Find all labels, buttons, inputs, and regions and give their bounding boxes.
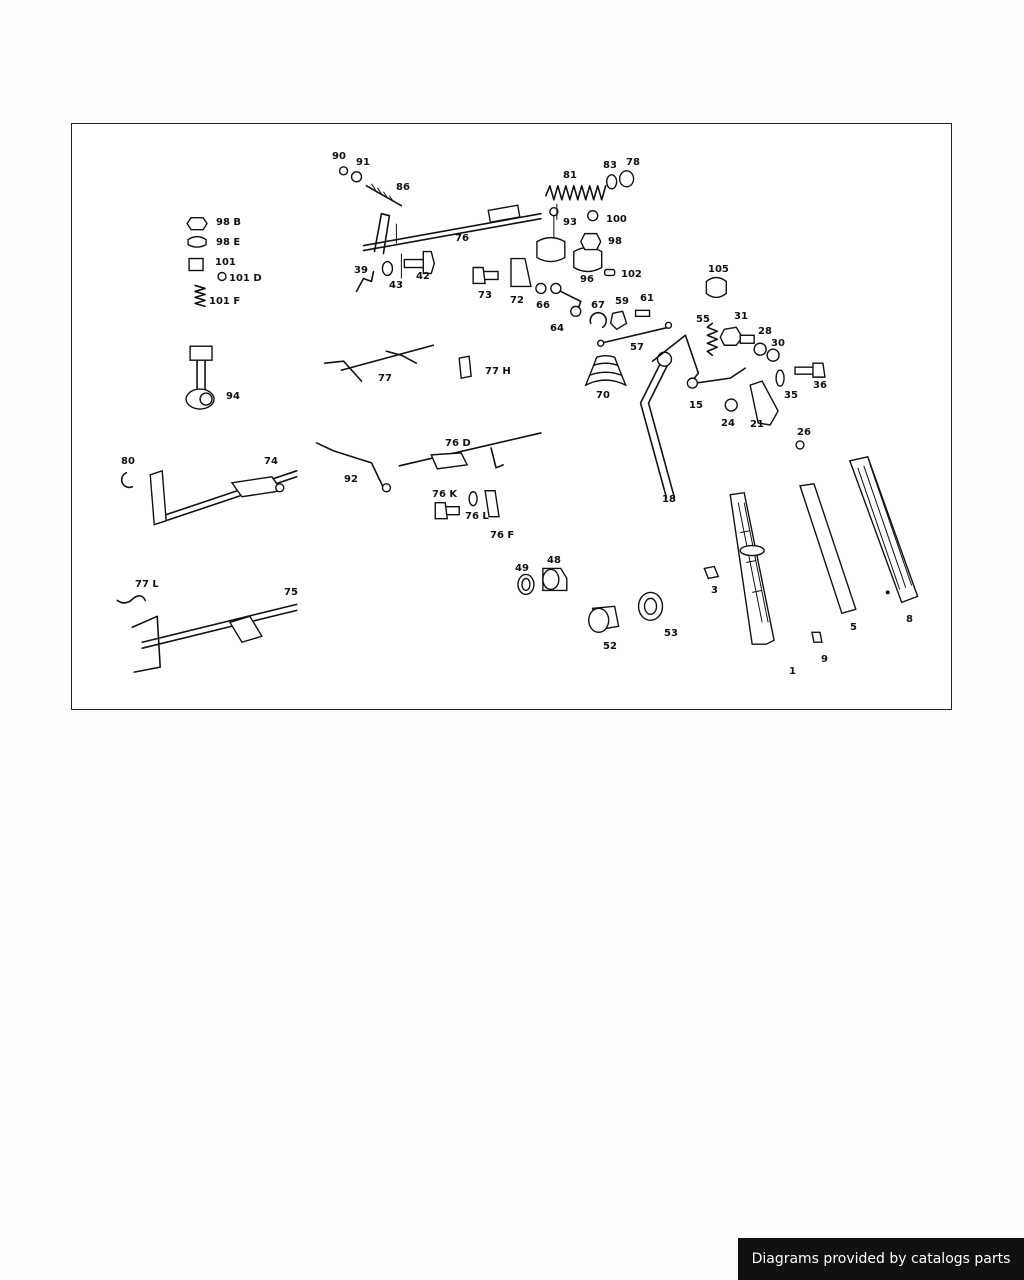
callout-102: 102 [621, 269, 642, 280]
part-73-72-66-64 [472, 257, 582, 318]
callout-81: 81 [563, 170, 577, 181]
part-57-rod [597, 321, 673, 347]
part-98b-98e-101 [186, 216, 227, 308]
callout-96: 96 [580, 274, 594, 285]
part-67-59-61 [589, 309, 651, 331]
parts-diagram: 90 91 86 81 83 78 76 93 100 98 96 102 39… [71, 123, 952, 710]
callout-76k: 76 K [432, 489, 458, 500]
callout-30: 30 [771, 338, 785, 349]
callout-26: 26 [797, 427, 811, 438]
callout-21: 21 [750, 419, 764, 430]
callout-76l: 76 L [465, 511, 489, 522]
credit-banner: Diagrams provided by catalogs parts [738, 1238, 1024, 1280]
part-96-mounts [536, 207, 616, 277]
callout-49: 49 [515, 563, 529, 574]
callout-98e: 98 E [216, 237, 241, 248]
callout-101d: 101 D [229, 273, 262, 284]
callout-24: 24 [721, 418, 735, 429]
callout-73: 73 [478, 290, 492, 301]
part-9-clip [811, 631, 823, 643]
callout-70: 70 [596, 390, 610, 401]
part-70-boot [584, 355, 627, 387]
part-31-28-30-36 [719, 326, 826, 378]
callout-66: 66 [536, 300, 550, 311]
callout-53: 53 [664, 628, 678, 639]
part-76d-linkage [398, 432, 542, 470]
callout-42: 42 [416, 271, 430, 282]
part-18-pedal-lever [639, 351, 676, 499]
callout-43: 43 [389, 280, 403, 291]
callout-72: 72 [510, 295, 524, 306]
callout-98: 98 [608, 236, 622, 247]
callout-77l: 77 L [135, 579, 159, 590]
callout-74: 74 [264, 456, 278, 467]
part-76k-76l-76f [434, 490, 500, 520]
part-15-bracket [651, 334, 746, 389]
callout-83: 83 [603, 160, 617, 171]
callout-77: 77 [378, 373, 392, 384]
callout-3: 3 [711, 585, 718, 596]
callout-77h: 77 H [485, 366, 511, 377]
part-21-35-24-26 [724, 369, 805, 450]
part-8-pedal-cover [848, 456, 919, 604]
callout-39: 39 [354, 265, 368, 276]
part-1-pedal [729, 491, 775, 645]
callout-35: 35 [784, 390, 798, 401]
callout-48: 48 [547, 555, 561, 566]
part-90-91-86 [338, 166, 403, 207]
callout-94: 94 [226, 391, 240, 402]
part-49-48-52-53 [517, 567, 664, 633]
part-81-spring [545, 170, 635, 201]
callout-101f: 101 F [209, 296, 241, 307]
callout-90: 90 [332, 151, 346, 162]
part-76-rod [362, 204, 542, 255]
callout-55: 55 [696, 314, 710, 325]
callout-92: 92 [344, 474, 358, 485]
exploded-view-drawing [116, 166, 919, 673]
part-5-pad [799, 482, 857, 615]
part-55-105-spring [705, 276, 727, 357]
callout-59: 59 [615, 296, 629, 307]
part-80-74-assembly [120, 469, 298, 526]
callout-61: 61 [640, 293, 654, 304]
callout-76f: 76 F [490, 530, 515, 541]
leader-lines [400, 203, 558, 279]
part-77-linkage [323, 344, 472, 382]
callout-91: 91 [356, 157, 370, 168]
callout-9: 9 [821, 654, 828, 665]
part-39-43-42 [355, 250, 435, 293]
callout-5: 5 [850, 622, 857, 633]
callout-64: 64 [550, 323, 564, 334]
callout-31: 31 [734, 311, 748, 322]
callout-28: 28 [758, 326, 772, 337]
callout-1: 1 [789, 666, 796, 677]
callout-105: 105 [708, 264, 729, 275]
callout-67: 67 [591, 300, 605, 311]
part-3-clip [703, 565, 720, 580]
callout-76: 76 [455, 233, 469, 244]
part-92-rod [315, 442, 392, 493]
callout-80: 80 [121, 456, 135, 467]
callout-86: 86 [396, 182, 410, 193]
credit-text: Diagrams provided by catalogs parts [751, 1251, 1011, 1267]
callout-8: 8 [906, 614, 913, 625]
callout-15: 15 [689, 400, 703, 411]
callout-76d: 76 D [445, 438, 471, 449]
callout-18: 18 [662, 494, 676, 505]
callout-52: 52 [603, 641, 617, 652]
callout-78: 78 [626, 157, 640, 168]
callout-93: 93 [563, 217, 577, 228]
callout-36: 36 [813, 380, 827, 391]
callout-100: 100 [606, 214, 627, 225]
part-94-mount [185, 345, 215, 410]
callout-98b: 98 B [216, 217, 242, 228]
callout-75: 75 [284, 587, 298, 598]
callout-57: 57 [630, 342, 644, 353]
part-77l-75-assembly [116, 595, 298, 673]
callout-101: 101 [215, 257, 236, 268]
